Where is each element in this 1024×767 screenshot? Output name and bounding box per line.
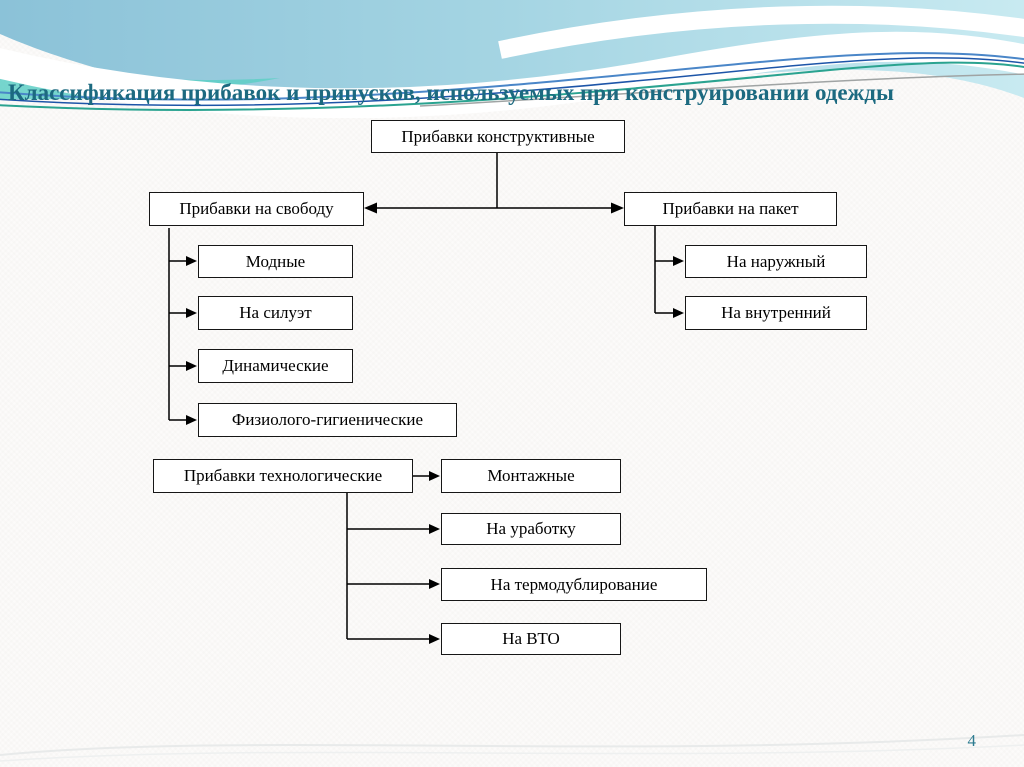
node-pribavki-tekhnologicheskie: Прибавки технологические	[153, 459, 413, 493]
footer-wave-decoration	[0, 734, 1024, 762]
node-na-termodublirovanie: На термодублирование	[441, 568, 707, 601]
slide-title: Классификация прибавок и припусков, испо…	[8, 80, 894, 105]
node-na-vnutrennij: На внутренний	[685, 296, 867, 330]
node-pribavki-konstruktivnye: Прибавки конструктивные	[371, 120, 625, 153]
node-na-urabotku: На уработку	[441, 513, 621, 545]
node-na-naruzhnyj: На наружный	[685, 245, 867, 278]
node-na-siluet: На силуэт	[198, 296, 353, 330]
connector-branch-tekhnologicheskie	[346, 471, 440, 644]
header-wave-decoration	[0, 0, 1024, 118]
node-fiziologo-gigienicheskie: Физиолого-гигиенические	[198, 403, 457, 437]
node-pribavki-na-paket: Прибавки на пакет	[624, 192, 837, 226]
connector-branch-svoboda	[168, 228, 197, 425]
connector-root-stem	[364, 153, 624, 214]
node-pribavki-na-svobodu: Прибавки на свободу	[149, 192, 364, 226]
page-number: 4	[967, 731, 977, 750]
node-montazhnye: Монтажные	[441, 459, 621, 493]
connector-branch-paket	[654, 226, 684, 318]
node-dinamicheskie: Динамические	[198, 349, 353, 383]
node-na-vto: На ВТО	[441, 623, 621, 655]
node-modnye: Модные	[198, 245, 353, 278]
